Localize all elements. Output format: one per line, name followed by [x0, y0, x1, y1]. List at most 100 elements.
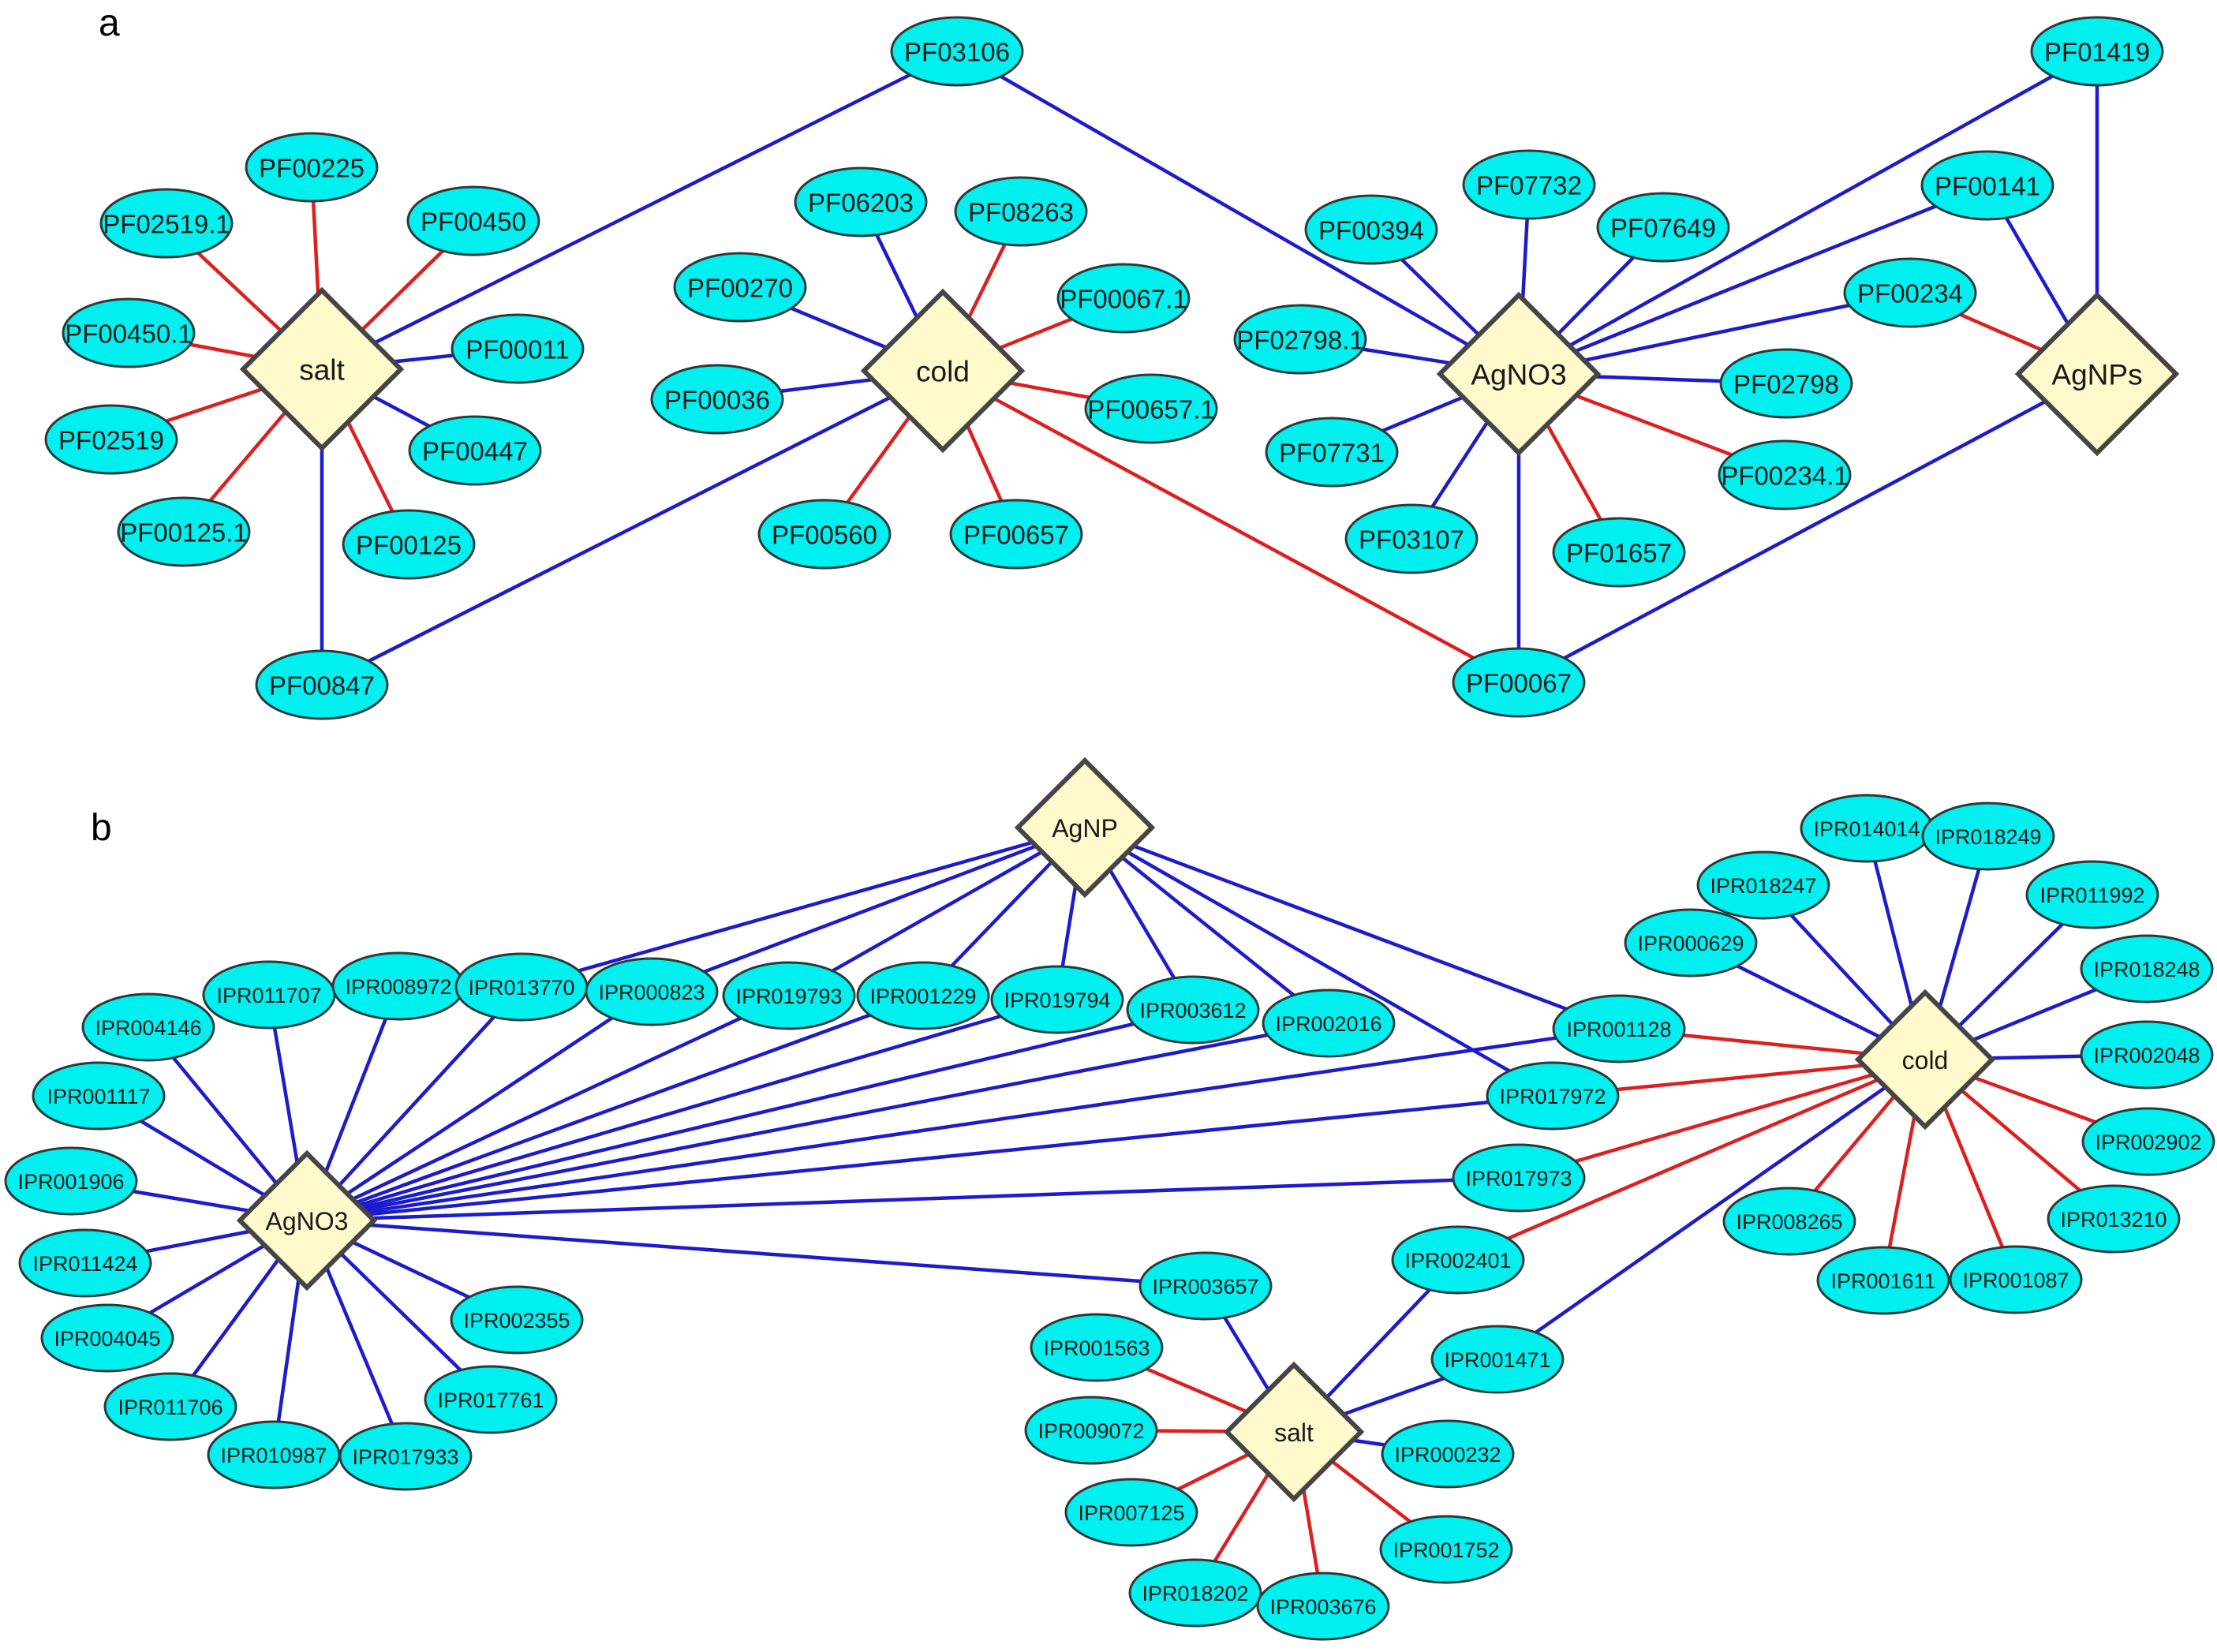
- domain-ellipse: [245, 132, 379, 203]
- domain-node-a-pf00447: PF00447: [408, 415, 542, 486]
- domain-label: IPR018202: [1142, 1582, 1248, 1605]
- domain-label: IPR001906: [17, 1170, 124, 1194]
- domain-node-b-ipr000823: IPR000823: [585, 957, 719, 1026]
- domain-node-b-ipr002355: IPR002355: [450, 1285, 584, 1355]
- domain-ellipse: [1718, 439, 1852, 510]
- domain-ellipse: [451, 313, 585, 384]
- domain-label: IPR017933: [352, 1445, 458, 1469]
- domain-node-b-ipr018202: IPR018202: [1128, 1558, 1262, 1628]
- domain-label: IPR002016: [1275, 1012, 1381, 1036]
- domain-node-b-ipr017761: IPR017761: [424, 1365, 558, 1434]
- domain-ellipse: [1391, 1225, 1525, 1295]
- domain-label: IPR001611: [1830, 1269, 1935, 1293]
- domain-node-a-pf00234: PF00234: [1843, 257, 1977, 328]
- domain-ellipse: [1596, 192, 1730, 263]
- domain-label: PF00447: [422, 437, 528, 466]
- domain-node-b-ipr011707: IPR011707: [202, 960, 336, 1030]
- domain-ellipse: [2030, 16, 2164, 87]
- domain-ellipse: [2080, 1020, 2214, 1089]
- domain-node-b-ipr001906: IPR001906: [4, 1146, 138, 1216]
- domain-ellipse: [722, 961, 856, 1030]
- domain-node-b-ipr014014: IPR014014: [1800, 794, 1934, 863]
- domain-node-a-pf00560: PF00560: [757, 499, 892, 570]
- domain-node-b-ipr017933: IPR017933: [338, 1422, 473, 1491]
- domain-label: PF00234.1: [1721, 462, 1848, 491]
- domain-ellipse: [1920, 150, 2054, 221]
- domain-label: IPR013210: [2060, 1208, 2167, 1232]
- domain-ellipse: [650, 364, 784, 435]
- domain-ellipse: [1949, 1245, 2083, 1314]
- domain-label: IPR004146: [95, 1016, 201, 1040]
- domain-node-b-ipr002401: IPR002401: [1391, 1225, 1525, 1295]
- edge-a-cold-pf00067: [941, 369, 1520, 684]
- edge-a-agno3-pf03106: [955, 50, 1520, 376]
- domain-node-b-ipr004146: IPR004146: [81, 992, 215, 1062]
- domain-label: PF00270: [687, 274, 793, 303]
- domain-ellipse: [1064, 1478, 1198, 1547]
- domain-label: IPR000232: [1394, 1443, 1501, 1467]
- domain-ellipse: [1024, 1396, 1158, 1465]
- domain-node-a-pf02798: PF02798: [1719, 348, 1853, 419]
- domain-label: PF07732: [1476, 171, 1582, 200]
- domain-node-a-pf00450: PF00450: [406, 185, 540, 256]
- condition-label: AgNPs: [2051, 359, 2142, 391]
- domain-ellipse: [1696, 850, 1830, 920]
- panel-label-b: b: [91, 807, 112, 849]
- edge-b-cold-ipr017973: [1518, 1057, 1926, 1180]
- domain-node-b-ipr018247: IPR018247: [1696, 850, 1830, 920]
- domain-label: IPR003676: [1269, 1595, 1376, 1619]
- edge-a-agnps-pf00067: [1517, 372, 2099, 684]
- domain-ellipse: [117, 496, 251, 567]
- domain-label: PF00125: [356, 531, 462, 560]
- domain-label: PF07731: [1279, 439, 1385, 468]
- domain-ellipse: [2080, 934, 2214, 1004]
- domain-label: PF02519: [58, 426, 164, 455]
- edge-b-agno3-ipr003657: [306, 1218, 1206, 1288]
- domain-label: IPR011992: [2039, 884, 2144, 907]
- domain-label: IPR001117: [47, 1085, 150, 1108]
- domain-label: IPR002401: [1404, 1249, 1511, 1273]
- domain-label: IPR000823: [598, 981, 705, 1004]
- edge-b-agno3-ipr019793: [306, 993, 790, 1223]
- edge-b-agno3-ipr002016: [306, 1021, 1329, 1223]
- edge-b-agno3-ipr017973: [306, 1175, 1520, 1223]
- condition-label: cold: [1902, 1046, 1949, 1075]
- domain-ellipse: [450, 1285, 584, 1355]
- domain-label: PF00657.1: [1087, 395, 1214, 424]
- domain-ellipse: [2025, 860, 2159, 929]
- domain-label: IPR014014: [1813, 817, 1920, 841]
- domain-ellipse: [18, 1228, 152, 1298]
- domain-ellipse: [81, 992, 215, 1062]
- condition-label: AgNP: [1052, 814, 1118, 843]
- edge-b-agno3-ipr019794: [306, 997, 1058, 1223]
- domain-node-b-ipr001563: IPR001563: [1030, 1313, 1164, 1382]
- condition-diamond: [236, 1149, 378, 1291]
- domain-node-b-ipr011706: IPR011706: [103, 1372, 237, 1441]
- domain-ellipse: [1138, 1251, 1273, 1321]
- condition-node-b-salt: salt: [1223, 1361, 1365, 1503]
- condition-label: AgNO3: [1471, 359, 1566, 391]
- domain-ellipse: [32, 1061, 166, 1131]
- domain-ellipse: [1816, 1246, 1950, 1315]
- domain-node-a-pf01419: PF01419: [2030, 16, 2164, 87]
- domain-label: IPR003612: [1139, 999, 1246, 1022]
- domain-ellipse: [62, 297, 196, 368]
- domain-ellipse: [1719, 348, 1853, 419]
- domain-ellipse: [1552, 517, 1686, 588]
- domain-node-a-pf07732: PF07732: [1462, 149, 1596, 220]
- domain-node-b-ipr000232: IPR000232: [1381, 1419, 1515, 1489]
- condition-diamond: [2014, 291, 2180, 457]
- domain-ellipse: [1843, 257, 1977, 328]
- domain-ellipse: [1452, 1143, 1586, 1213]
- domain-node-a-pf00234-1: PF00234.1: [1718, 439, 1852, 510]
- domain-node-a-pf07649: PF07649: [1596, 192, 1730, 263]
- domain-node-b-ipr002902: IPR002902: [2081, 1107, 2215, 1176]
- domain-node-b-ipr003676: IPR003676: [1256, 1572, 1390, 1641]
- condition-node-b-agno3: AgNO3: [236, 1149, 378, 1291]
- edge-b-agnp-ipr013770: [521, 825, 1086, 989]
- domain-node-a-pf00657-1: PF00657.1: [1084, 373, 1218, 444]
- domain-ellipse: [342, 509, 476, 580]
